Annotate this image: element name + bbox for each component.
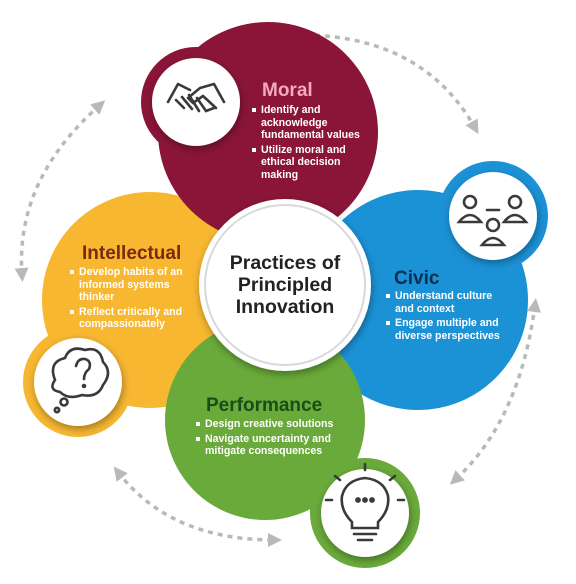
cycle-arrow-right: [449, 298, 542, 485]
civic-bullets: Understand culture and context Engage mu…: [386, 290, 508, 344]
civic-bullet: Engage multiple and diverse perspectives: [386, 317, 508, 342]
handshake-icon: [166, 82, 226, 113]
intellectual-icon-disc: [34, 338, 122, 426]
intellectual-bullet: Develop habits of an informed systems th…: [70, 266, 190, 304]
performance-icon-disc: [321, 469, 409, 557]
performance-bullet: Navigate uncertainty and mitigate conseq…: [196, 433, 346, 458]
thought-bubble-question-icon: [51, 347, 110, 414]
people-group-icon: [456, 194, 529, 247]
moral-bullet: Identify and acknowledge fundamental val…: [252, 104, 370, 142]
intellectual-bullet: Reflect critically and compassionately: [70, 306, 190, 331]
performance-bullet: Design creative solutions: [196, 418, 346, 431]
civic-title: Civic: [394, 268, 440, 289]
performance-circle: [165, 320, 365, 520]
moral-bullet: Utilize moral and ethical decision makin…: [252, 144, 370, 182]
center-title-line: Practices of: [229, 252, 341, 274]
center-title-line: Innovation: [235, 296, 335, 318]
intellectual-bullets: Develop habits of an informed systems th…: [70, 266, 190, 333]
civic-bullet: Understand culture and context: [386, 290, 508, 315]
center-disc-inner-ring: [204, 204, 366, 366]
moral-bullets: Identify and acknowledge fundamental val…: [252, 104, 370, 184]
performance-title: Performance: [206, 395, 323, 416]
lightbulb-icon: [324, 462, 406, 542]
moral-title: Moral: [262, 80, 313, 101]
performance-bullets: Design creative solutions Navigate uncer…: [196, 418, 346, 460]
intellectual-title: Intellectual: [82, 243, 182, 264]
cycle-arrow-bottom: [113, 466, 282, 547]
center-disc: [199, 199, 371, 371]
center-title: Practices of Principled Innovation: [200, 252, 370, 318]
civic-icon-disc: [449, 172, 537, 260]
cycle-arrow-left: [14, 100, 106, 282]
center-title-line: Principled: [237, 274, 333, 296]
